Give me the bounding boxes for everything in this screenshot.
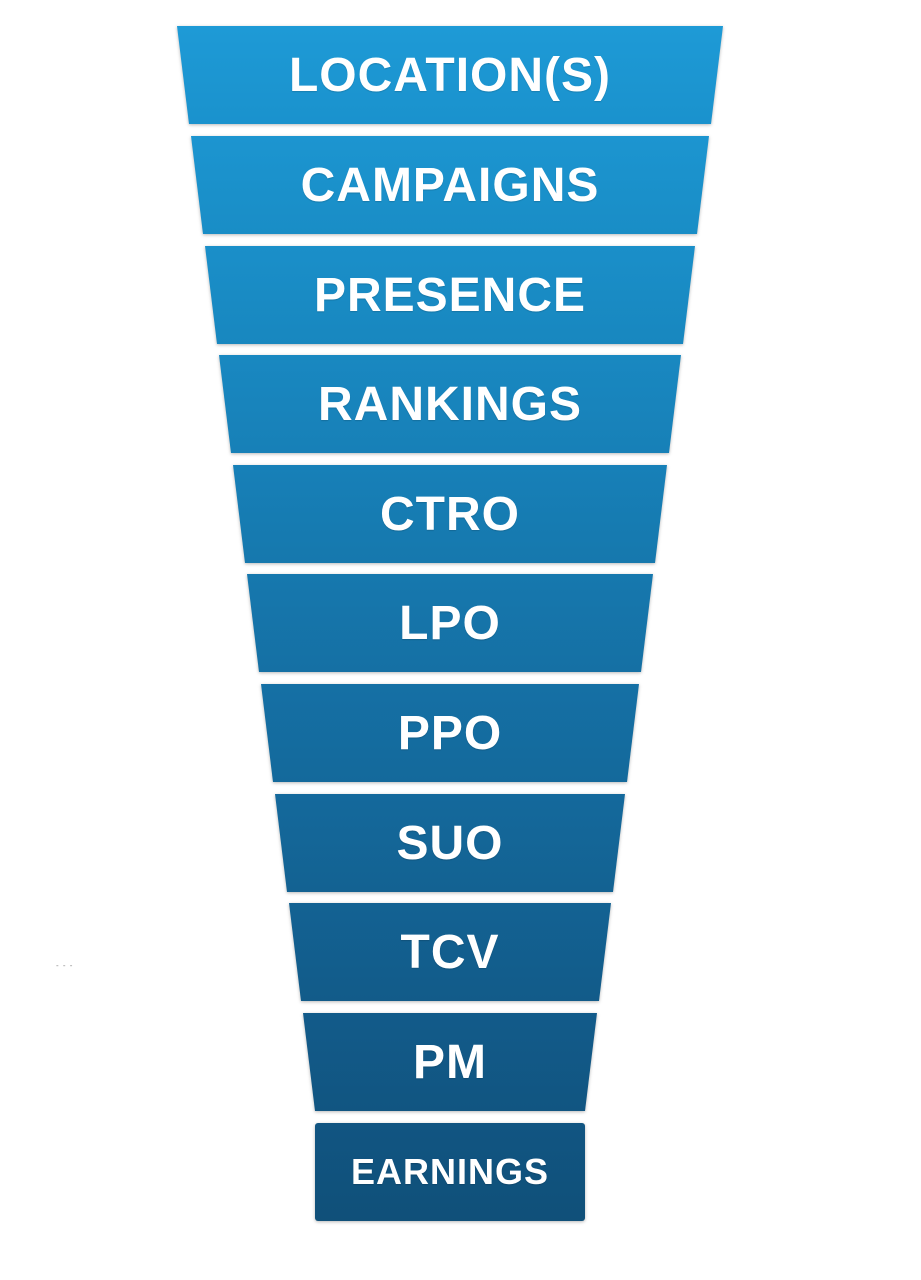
funnel-stage-2: CAMPAIGNS: [191, 136, 709, 234]
funnel-stage-shape: [247, 574, 653, 672]
funnel-stage-3: PRESENCE: [205, 246, 695, 344]
funnel-stage-shape: [191, 136, 709, 234]
funnel-stage-label: CAMPAIGNS: [300, 158, 600, 212]
funnel-stage-shape: [177, 26, 723, 124]
funnel-stage-8: SUO: [275, 794, 625, 892]
funnel-stage-shape: [289, 903, 611, 1001]
funnel-stage-1: LOCATION(S): [177, 26, 723, 124]
funnel-stage-shape: [205, 246, 695, 344]
funnel-stage-label: LPO: [399, 596, 501, 650]
funnel-stage-label: EARNINGS: [350, 1151, 550, 1192]
funnel-stage-label: PM: [413, 1035, 487, 1089]
funnel-stage-shape: [303, 1013, 597, 1111]
funnel-stage-10: PM: [303, 1013, 597, 1111]
funnel-stage-shape: [219, 355, 681, 453]
funnel-stage-label: RANKINGS: [317, 377, 582, 431]
funnel-stage-label: SUO: [396, 816, 504, 870]
funnel-stage-11: EARNINGS: [315, 1123, 585, 1221]
funnel-stage-label: PRESENCE: [313, 268, 587, 322]
funnel-stage-shape: [261, 684, 639, 782]
funnel-stage-label: PPO: [397, 706, 503, 760]
funnel-stage-7: PPO: [261, 684, 639, 782]
funnel-stage-label: LOCATION(S): [288, 48, 612, 102]
funnel-stage-shape: [275, 794, 625, 892]
funnel-stage-4: RANKINGS: [219, 355, 681, 453]
funnel-stage-shape: [233, 465, 667, 563]
funnel-stage-label: TCV: [400, 925, 500, 979]
funnel-stage-shape: [315, 1123, 585, 1221]
funnel-stage-9: TCV: [289, 903, 611, 1001]
stray-mark: - - -: [56, 961, 74, 970]
funnel-stage-label: CTRO: [380, 487, 520, 541]
funnel-stage-5: CTRO: [233, 465, 667, 563]
funnel-stage-6: LPO: [247, 574, 653, 672]
